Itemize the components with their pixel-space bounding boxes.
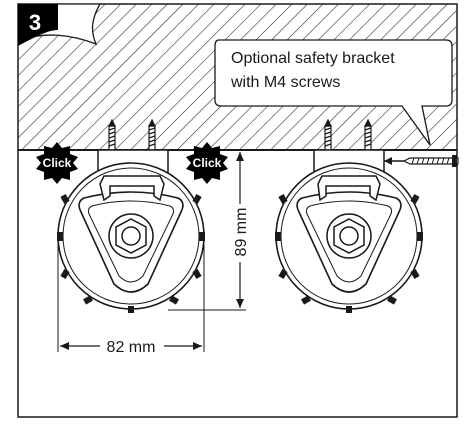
right-motor-assembly — [275, 118, 423, 313]
right-bracket-clip — [317, 175, 381, 202]
callout-line-1: Optional safety bracket — [231, 50, 395, 67]
m4-safety-screw — [384, 155, 459, 167]
width-dimension: 82 mm — [57, 244, 205, 356]
click-badge-left: Click — [36, 142, 78, 184]
right-ceiling-screws — [324, 118, 372, 151]
click-badge-right: Click — [186, 142, 228, 184]
click-text-left: Click — [43, 156, 72, 170]
step-number: 3 — [29, 10, 41, 35]
left-motor-notches — [57, 194, 205, 313]
left-bracket-clip — [99, 175, 165, 202]
callout-bubble — [214, 39, 453, 146]
height-label: 89 mm — [233, 208, 250, 257]
left-motor-assembly — [57, 118, 205, 313]
height-dimension: 89 mm — [168, 152, 250, 311]
click-text-right: Click — [193, 156, 222, 170]
width-label: 82 mm — [107, 339, 156, 356]
callout-line-2: with M4 screws — [230, 74, 340, 91]
right-motor-notches — [275, 194, 423, 313]
step-badge — [18, 4, 58, 46]
